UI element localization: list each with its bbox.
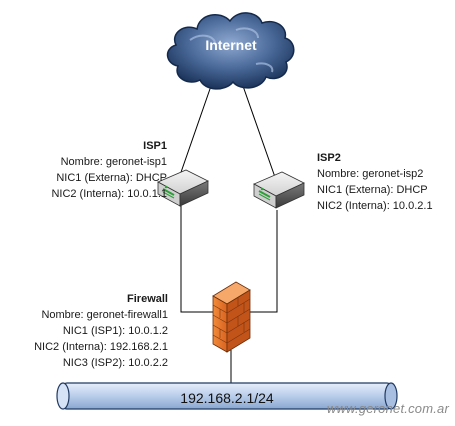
isp2-nic2: NIC2 (Interna): 10.0.2.1 (317, 200, 433, 212)
isp2-name: Nombre: geronet-isp2 (317, 168, 424, 180)
isp1-name: Nombre: geronet-isp1 (60, 156, 167, 168)
isp2-nic1: NIC1 (Externa): DHCP (317, 184, 428, 196)
link-cloud-isp2 (242, 85, 277, 181)
isp1-info: ISP1 Nombre: geronet-isp1 NIC1 (Externa)… (0, 138, 167, 202)
isp1-nic2: NIC2 (Interna): 10.0.1.1 (51, 188, 167, 200)
isp2-router-icon (253, 171, 305, 209)
firewall-info: Firewall Nombre: geronet-firewall1 NIC1 … (0, 291, 168, 371)
firewall-nic2: NIC2 (Interna): 192.168.2.1 (34, 341, 168, 353)
isp2-title: ISP2 (317, 152, 341, 164)
isp1-title: ISP1 (143, 140, 167, 152)
isp2-info: ISP2 Nombre: geronet-isp2 NIC1 (Externa)… (317, 150, 433, 214)
firewall-title: Firewall (127, 293, 168, 305)
watermark-text: www.geronet.com.ar (326, 401, 449, 416)
firewall-icon (212, 281, 251, 353)
lan-network-label: 192.168.2.1/24 (180, 390, 274, 406)
link-isp1-firewall (180, 205, 214, 313)
lan-bus (56, 382, 398, 410)
isp1-nic1: NIC1 (Externa): DHCP (56, 172, 167, 184)
isp1-router-icon (157, 169, 209, 207)
internet-cloud (166, 12, 295, 90)
firewall-nic1: NIC1 (ISP1): 10.0.1.2 (62, 325, 168, 337)
internet-label: Internet (205, 37, 257, 53)
links (178, 85, 278, 383)
link-cloud-isp1 (178, 85, 212, 179)
cloud-icon (166, 12, 295, 90)
firewall-nic3: NIC3 (ISP2): 10.0.2.2 (62, 357, 168, 369)
link-isp2-firewall (250, 210, 278, 313)
firewall-name: Nombre: geronet-firewall1 (41, 309, 168, 321)
